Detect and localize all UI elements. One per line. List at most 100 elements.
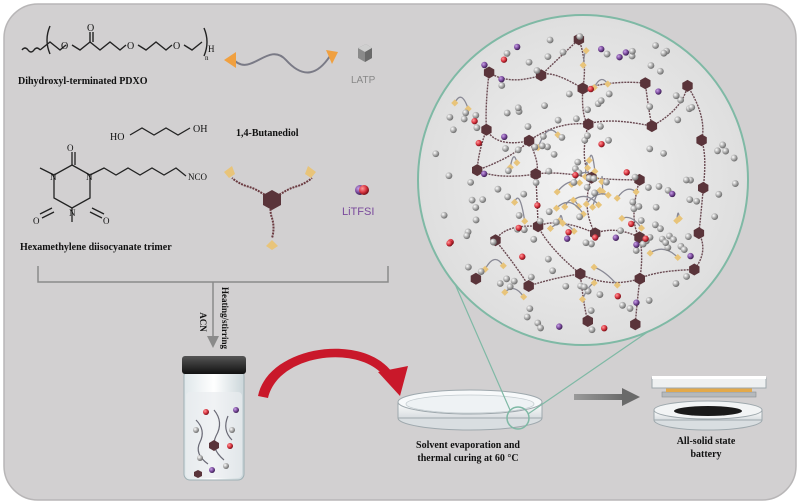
end-cap [673, 217, 681, 225]
latp-particle [652, 203, 660, 211]
li-ion [642, 235, 649, 242]
hdi-atom-n2: N [50, 172, 57, 182]
end-cap [613, 194, 621, 202]
latp-particle [533, 67, 541, 74]
end-cap [596, 186, 604, 194]
end-cap [604, 80, 612, 88]
latp-particle [502, 145, 509, 152]
end-cap [674, 253, 682, 262]
latp-particle [588, 240, 595, 248]
latp-particle [494, 185, 502, 193]
latp-particle [591, 189, 599, 197]
trimer-hub [577, 82, 588, 95]
latp-particle [463, 232, 471, 240]
end-cap [582, 47, 590, 55]
li-ion [623, 169, 630, 176]
latp-particle [531, 143, 539, 151]
latp-particle [449, 126, 457, 134]
pdxo-subscript-n: n [205, 54, 209, 62]
end-cap [570, 227, 578, 235]
latp-particle [526, 305, 534, 313]
hdi-atom-o-left: O [33, 216, 40, 226]
latp-particle [514, 146, 522, 154]
latp-particle [597, 97, 605, 105]
end-cap [501, 288, 509, 296]
conditions-label: Heating/stirring [220, 287, 230, 349]
end-cap [604, 191, 612, 199]
latp-particle [670, 236, 677, 243]
end-cap [582, 200, 590, 208]
hdi-trimer-label: Hexamethylene diisocyanate trimer [20, 242, 172, 253]
tfsi-ion [513, 43, 521, 51]
hdi-atom-n3: N [69, 208, 76, 218]
butanediol-structure [129, 127, 191, 136]
end-cap [584, 164, 592, 172]
trimer-hub [646, 120, 658, 133]
latp-particle [590, 175, 598, 182]
end-cap [561, 203, 569, 211]
hdi-atom-o-right: O [103, 216, 110, 226]
latp-particle [662, 239, 670, 247]
latp-particle [672, 280, 680, 287]
latp-particle [652, 42, 659, 49]
latp-particle [637, 217, 645, 224]
li-ion [572, 171, 579, 179]
latp-particle [552, 218, 560, 226]
latp-particle [440, 211, 448, 219]
latp-particle [674, 116, 682, 124]
latp-particle [525, 58, 533, 66]
latp-particle [532, 179, 540, 186]
pdxo-chain-icon [224, 50, 338, 74]
latp-particle [498, 82, 506, 89]
end-cap [521, 217, 529, 225]
end-cap [595, 201, 603, 209]
latp-particle [572, 115, 580, 123]
latp-particle [468, 196, 476, 204]
trimer-hub [682, 79, 693, 92]
latp-particle [605, 136, 612, 144]
latp-particle [580, 283, 588, 291]
latp-particle [655, 183, 663, 190]
end-cap [585, 156, 593, 164]
network-arm [579, 273, 641, 284]
pdxo-atom-o3: O [127, 41, 134, 52]
li-ion [627, 220, 635, 228]
trimer-hub [698, 181, 709, 194]
latp-particle [647, 62, 655, 69]
tfsi-ion [622, 49, 630, 56]
end-cap [632, 188, 640, 196]
latp-particle [549, 267, 556, 275]
zoom-source-circle [506, 406, 530, 430]
latp-particle [472, 204, 480, 211]
li-ion [471, 117, 478, 125]
end-cap [637, 224, 646, 232]
hdi-nco: NCO [188, 172, 208, 182]
latp-particle [574, 158, 582, 166]
tfsi-ion [480, 170, 488, 178]
latp-particle [545, 167, 553, 175]
latp-particle [583, 183, 591, 191]
latp-particle [584, 132, 591, 140]
latp-particle [582, 239, 590, 247]
latp-particle [530, 235, 538, 243]
latp-particle [432, 150, 440, 158]
petri-dish [397, 389, 543, 431]
li-ion [598, 140, 605, 148]
pdxo-atom-o1: O [61, 41, 68, 52]
tfsi-ion [687, 252, 694, 260]
latp-particle [479, 196, 487, 204]
butanediol-oh: OH [193, 124, 207, 135]
latp-particle [645, 297, 653, 304]
latp-particle [537, 324, 544, 332]
latp-particle [731, 180, 739, 187]
li-ion [565, 228, 572, 236]
li-ion [614, 292, 622, 300]
curing-label-line1: Solvent evaporation and [416, 440, 520, 451]
latp-particle [538, 142, 546, 150]
end-cap [451, 99, 459, 107]
latp-particle [646, 145, 654, 153]
end-cap [499, 262, 507, 270]
tfsi-ion [633, 241, 640, 248]
latp-particle [570, 179, 578, 186]
trimer-hub [523, 280, 534, 292]
